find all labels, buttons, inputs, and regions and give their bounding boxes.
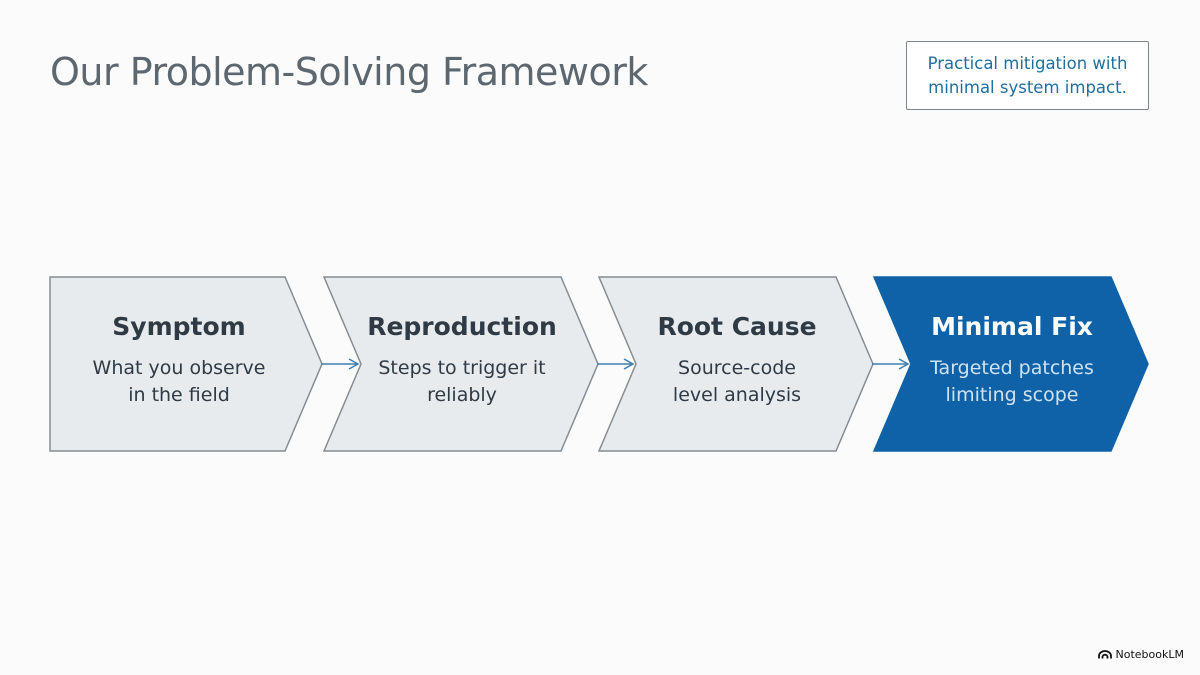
step-shape-symptom	[49, 276, 323, 452]
step-description-line: Source-code	[678, 356, 796, 379]
step-shape-reproduction	[322, 276, 599, 452]
step-description-line: in the field	[128, 383, 230, 406]
page-title: Our Problem-Solving Framework	[50, 50, 648, 94]
step-description: What you observe in the field	[93, 355, 266, 409]
step-description-line: reliably	[427, 383, 497, 406]
callout-line-1: Practical mitigation with	[927, 53, 1128, 73]
step-description-line: level analysis	[672, 383, 802, 406]
step-description: Source-code level analysis	[673, 355, 801, 409]
step-description-line: Steps to trigger it	[378, 356, 546, 379]
step-symptom: Symptom What you observe in the field	[50, 277, 308, 451]
brand-name: NotebookLM	[1115, 648, 1184, 661]
callout-box: Practical mitigation with minimal system…	[906, 41, 1149, 110]
step-title: Symptom	[112, 311, 246, 341]
step-description-line: What you observe	[92, 356, 266, 379]
step-description: Targeted patches limiting scope	[930, 355, 1094, 409]
step-description-line: limiting scope	[945, 383, 1079, 406]
step-shape-minimal-fix	[872, 276, 1149, 452]
step-reproduction: Reproduction Steps to trigger it reliabl…	[332, 277, 592, 451]
notebooklm-logo-icon	[1097, 650, 1112, 659]
step-shape-root-cause	[597, 276, 874, 452]
notebooklm-brand: NotebookLM	[1097, 648, 1184, 661]
step-description-line: Targeted patches	[930, 356, 1094, 379]
step-minimal-fix: Minimal Fix Targeted patches limiting sc…	[882, 277, 1142, 451]
step-title: Minimal Fix	[931, 311, 1093, 341]
step-description: Steps to trigger it reliably	[378, 355, 545, 409]
step-title: Root Cause	[657, 311, 817, 341]
step-root-cause: Root Cause Source-code level analysis	[607, 277, 867, 451]
callout-line-2: minimal system impact.	[928, 77, 1127, 97]
step-title: Reproduction	[367, 311, 557, 341]
